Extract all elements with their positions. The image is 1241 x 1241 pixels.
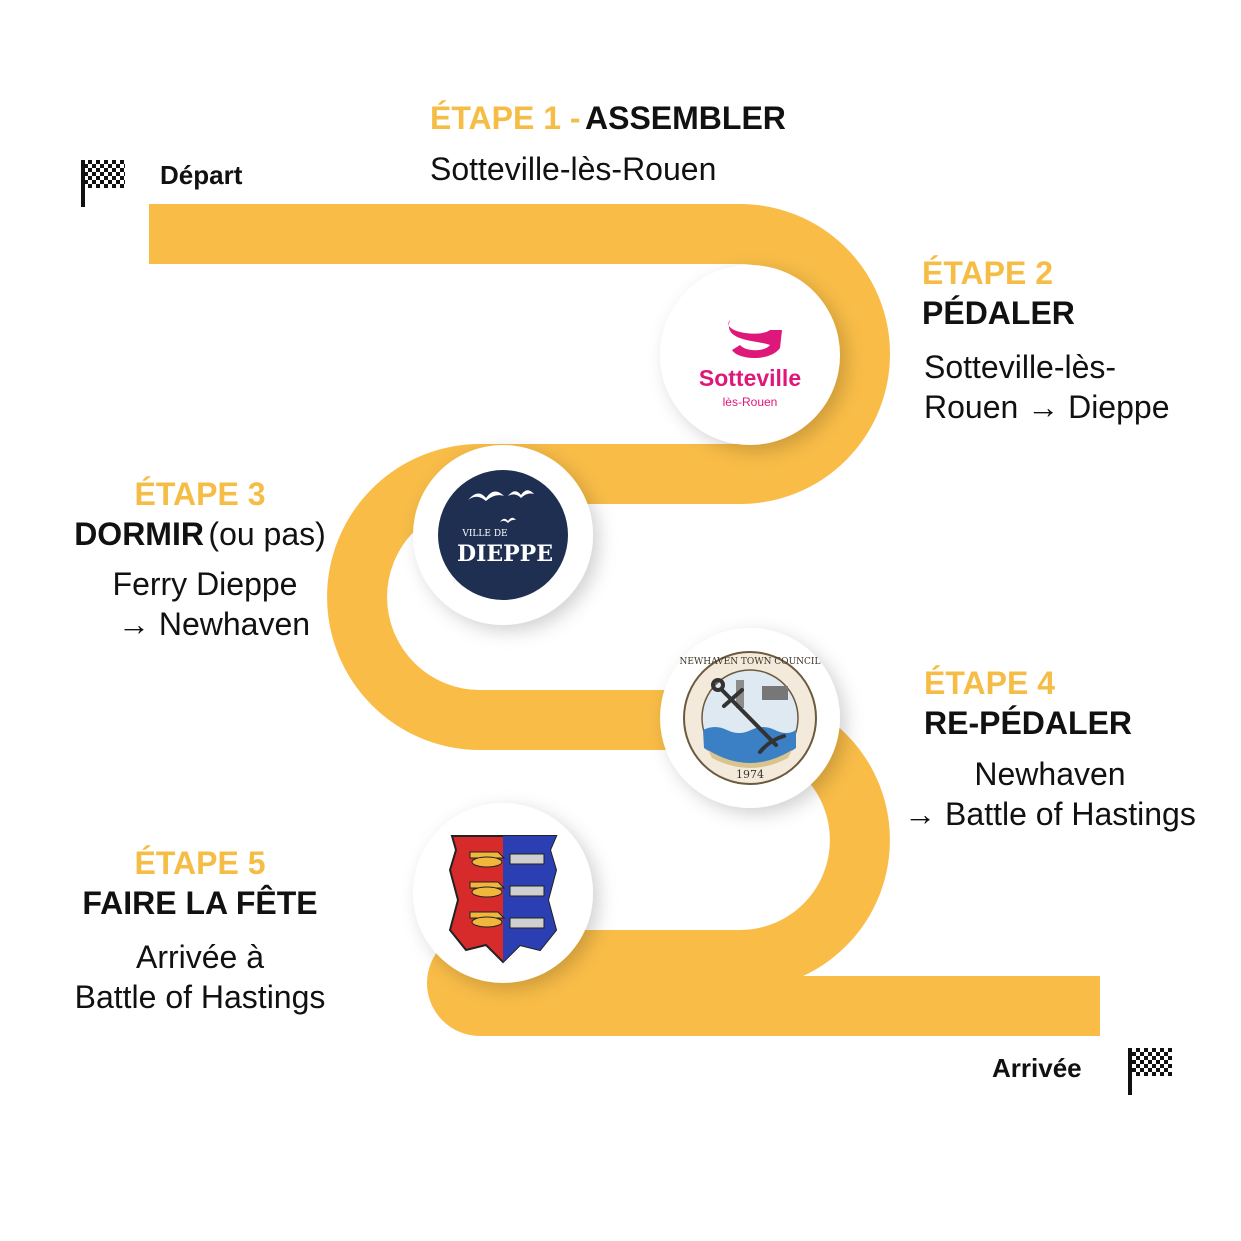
stage-5-place-line-2: Battle of Hastings [74, 979, 326, 1015]
stage-2-number: ÉTAPE 2 [922, 255, 1053, 291]
stage-1-number: ÉTAPE 1 - [430, 100, 581, 136]
stage-5-place-line-1: Arrivée à [135, 939, 265, 975]
battle-crest-logo [413, 803, 593, 983]
stage-3-heading: DORMIR (ou pas) [0, 516, 400, 553]
stage-1-verb: ASSEMBLER [585, 100, 786, 136]
newhaven-logo-year: 1974 [736, 768, 764, 781]
sotteville-logo-name: Sotteville [699, 365, 801, 391]
seagull-icon [500, 517, 516, 523]
stage-2-verb: PÉDALER [922, 295, 1075, 331]
sotteville-logo-sub: lès-Rouen [723, 395, 778, 409]
start-flag-icon [81, 160, 125, 207]
stage-3-number: ÉTAPE 3 [134, 476, 266, 512]
stage-1-place: Sotteville-lès-Rouen [430, 151, 717, 187]
stage-5-number: ÉTAPE 5 [134, 845, 266, 881]
finish-label: Arrivée [992, 1053, 1082, 1083]
stage-3-verb-suffix: (ou pas) [208, 516, 326, 552]
sotteville-logo: Sotteville lès-Rouen [660, 265, 840, 445]
seagull-icon [468, 491, 504, 501]
start-label: Départ [160, 160, 243, 190]
newhaven-logo-ring: NEWHAVEN TOWN COUNCIL [680, 657, 821, 667]
stage-4-place-line-2: → Battle of Hastings [904, 796, 1196, 832]
stage-4-verb: RE-PÉDALER [924, 705, 1133, 741]
stage-5-verb: FAIRE LA FÊTE [82, 885, 318, 921]
newhaven-logo: NEWHAVEN TOWN COUNCIL 1974 [660, 628, 840, 808]
dieppe-logo-top: VILLE DE [461, 529, 507, 539]
anchor-icon [711, 678, 786, 754]
stage-2-place-line-2: Rouen → Dieppe [924, 389, 1170, 425]
stage-4-number: ÉTAPE 4 [924, 665, 1055, 701]
stage-3-place-line-1: Ferry Dieppe [112, 566, 298, 602]
dieppe-logo: VILLE DE DIEPPE [413, 445, 593, 625]
finish-flag-icon [1128, 1048, 1172, 1095]
sotteville-s-icon [728, 320, 782, 358]
stage-4-place-line-1: Newhaven [974, 756, 1126, 792]
stage-3-verb: DORMIR [74, 516, 204, 552]
seagull-icon [508, 490, 534, 498]
stage-3-place-line-2: → Newhaven [117, 606, 311, 642]
dieppe-logo-name: DIEPPE [457, 541, 553, 567]
stage-2-place-line-1: Sotteville-lès- [924, 349, 1117, 385]
stage-1-heading: ÉTAPE 1 - ASSEMBLER [430, 100, 786, 137]
road [149, 204, 1100, 1036]
